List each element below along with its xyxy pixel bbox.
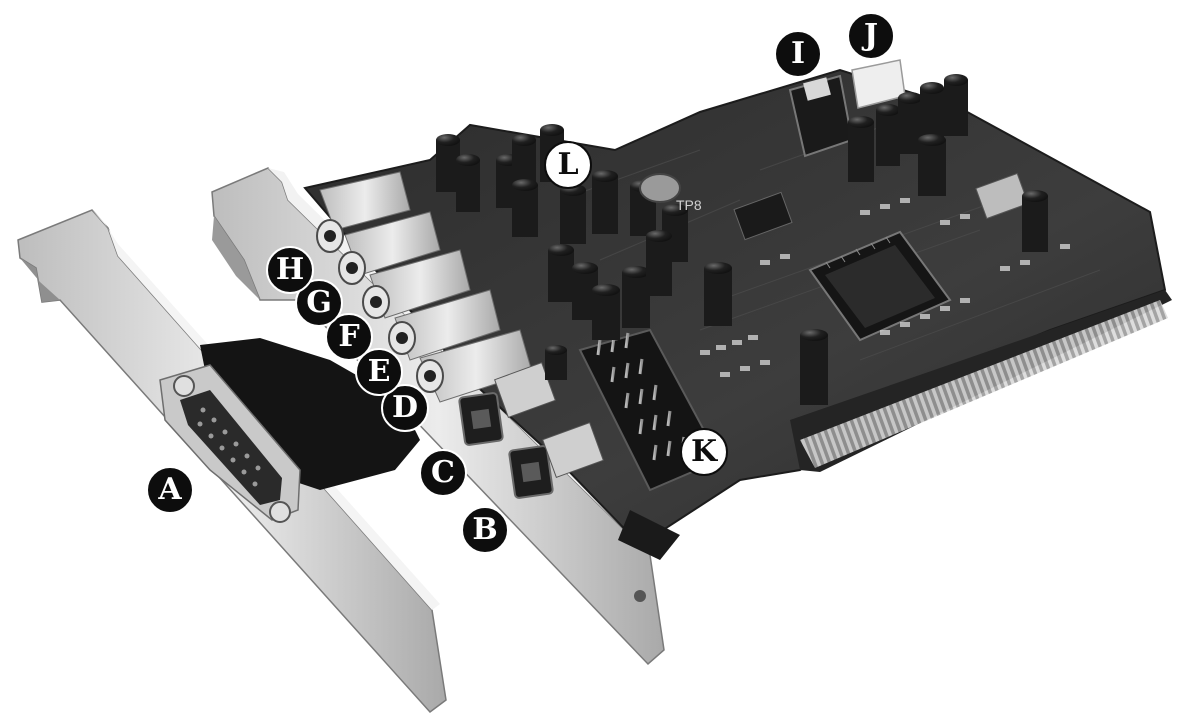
board-marking: TP8: [676, 197, 702, 213]
optical-ports: [458, 362, 604, 499]
callout-d: D: [381, 384, 429, 432]
callout-c: C: [419, 449, 467, 497]
callout-l: L: [544, 141, 592, 189]
callout-g: G: [295, 279, 343, 327]
callout-k: K: [680, 428, 728, 476]
game-port-bracket: [17, 209, 447, 714]
smd-components: [700, 198, 1070, 377]
jack-block-g: [338, 211, 441, 285]
callout-i: I: [774, 30, 822, 78]
callout-b: B: [461, 506, 509, 554]
bracket-tab: [618, 510, 680, 560]
jack-block-e: [388, 289, 501, 361]
capacitors: [436, 74, 1048, 405]
audio-chip: [733, 172, 1029, 342]
optical-port-b: [508, 445, 554, 499]
callout-j: J: [847, 12, 895, 60]
callout-h: H: [266, 246, 314, 294]
jack-block-h: [316, 171, 411, 253]
callout-e: E: [355, 348, 403, 396]
optical-port-c: [458, 392, 504, 446]
callout-a: A: [146, 466, 194, 514]
audio-jacks: [316, 171, 533, 403]
jack-block-f: [362, 249, 471, 319]
